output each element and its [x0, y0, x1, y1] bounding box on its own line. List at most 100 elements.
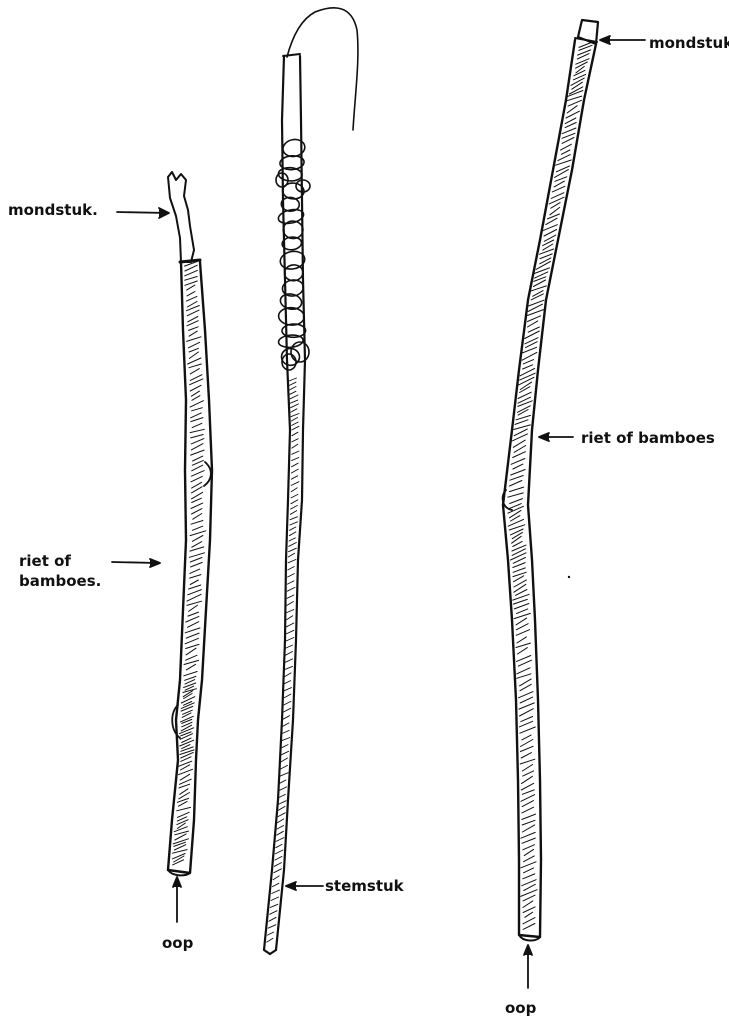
hatch-stroke: [514, 425, 531, 430]
hatch-stroke: [510, 476, 523, 481]
hatch-stroke: [521, 862, 536, 868]
hatch-stroke: [514, 604, 529, 609]
hatch-stroke: [290, 527, 296, 530]
hatch-stroke: [523, 365, 533, 369]
hatch-stroke: [190, 558, 202, 563]
hatch-stroke: [191, 444, 203, 450]
hatch-stroke: [291, 404, 299, 408]
hatch-stroke: [191, 418, 203, 422]
hatch-stroke: [522, 776, 533, 783]
hatch-stroke: [193, 456, 203, 461]
hatch-stroke: [519, 377, 534, 385]
hatch-stroke: [289, 538, 295, 541]
hatch-stroke: [568, 100, 582, 106]
coil-bulb: [296, 180, 310, 192]
hatch-stroke: [508, 493, 524, 497]
hatch-stroke: [523, 347, 537, 353]
left-mouthpiece: [168, 172, 194, 262]
hatch-stroke: [289, 543, 297, 547]
hatch-stroke: [186, 644, 199, 648]
hatch-stroke: [511, 553, 527, 560]
hatch-stroke: [554, 181, 564, 187]
hatch-stroke: [551, 193, 564, 199]
hatch-stroke: [280, 787, 287, 790]
hatch-stroke: [278, 806, 285, 810]
hatch-stroke: [521, 832, 535, 838]
hatch-stroke: [544, 235, 556, 241]
hatch-stroke: [286, 623, 294, 627]
hatch-stroke: [555, 170, 569, 178]
hatch-stroke: [284, 701, 291, 705]
hatch-stroke: [289, 532, 296, 536]
hatch-stroke: [186, 648, 196, 655]
hatch-stroke: [523, 924, 535, 930]
hatch-stroke: [522, 814, 536, 819]
arrow-left-mouthpiece: [117, 208, 169, 218]
hatch-stroke: [521, 746, 534, 751]
hatch-stroke: [544, 230, 557, 237]
hatch-stroke: [289, 382, 296, 385]
hatch-stroke: [289, 378, 297, 381]
hatch-stroke: [192, 465, 203, 471]
hatch-stroke: [189, 605, 198, 611]
hatch-stroke: [187, 594, 201, 601]
hatch-stroke: [281, 751, 288, 755]
hatch-stroke: [520, 697, 533, 703]
hatch-stroke: [268, 925, 276, 929]
hatch-stroke: [185, 628, 200, 633]
hatch-stroke: [551, 203, 560, 209]
hatch-stroke: [288, 560, 296, 563]
hatch-stroke: [191, 450, 205, 455]
hatch-stroke: [192, 460, 203, 465]
hatch-stroke: [267, 938, 273, 942]
middle-string: [287, 8, 358, 130]
hatch-stroke: [189, 352, 198, 359]
label-left-body-line1: riet of: [19, 551, 71, 571]
hatch-stroke: [291, 488, 297, 492]
hatch-stroke: [290, 517, 297, 520]
hatch-stroke: [177, 812, 189, 817]
hatch-stroke: [524, 849, 533, 855]
hatch-stroke: [185, 277, 198, 281]
hatch-stroke: [522, 838, 535, 843]
right-tube-hatching: [508, 42, 593, 930]
hatch-stroke: [181, 765, 190, 770]
hatch-stroke: [187, 292, 195, 296]
hatch-stroke: [181, 697, 194, 703]
hatch-stroke: [279, 794, 285, 797]
hatch-stroke: [186, 633, 199, 638]
hatch-stroke: [189, 364, 201, 368]
hatch-stroke: [190, 369, 199, 374]
hatch-stroke: [555, 177, 567, 182]
hatch-stroke: [561, 144, 572, 150]
hatch-stroke: [522, 352, 537, 360]
left-reed-instrument: [168, 172, 212, 875]
hatch-stroke: [185, 265, 197, 271]
hatch-stroke: [187, 310, 199, 316]
hatch-stroke: [288, 553, 294, 557]
hatch-stroke: [510, 481, 522, 487]
hatch-stroke: [567, 96, 582, 101]
left-tube-outline: [168, 262, 212, 873]
hatch-stroke: [513, 572, 526, 576]
hatch-stroke: [189, 585, 201, 589]
hatch-stroke: [521, 717, 533, 722]
hatch-stroke: [519, 721, 532, 727]
hatch-stroke: [290, 522, 298, 525]
hatch-stroke: [267, 932, 273, 935]
hatch-stroke: [192, 423, 202, 427]
hatch-stroke: [522, 790, 534, 794]
hatch-stroke: [292, 432, 298, 436]
hatch-stroke: [511, 529, 524, 535]
hatch-stroke: [540, 258, 551, 264]
coil-loop: [284, 264, 304, 282]
hatch-stroke: [174, 827, 187, 832]
hatch-stroke: [525, 912, 533, 917]
hatch-stroke: [291, 414, 299, 417]
hatch-stroke: [523, 874, 535, 879]
hatch-stroke: [175, 834, 186, 840]
hatch-stroke: [188, 612, 199, 616]
hatch-stroke: [273, 876, 279, 880]
hatch-stroke: [522, 820, 535, 825]
